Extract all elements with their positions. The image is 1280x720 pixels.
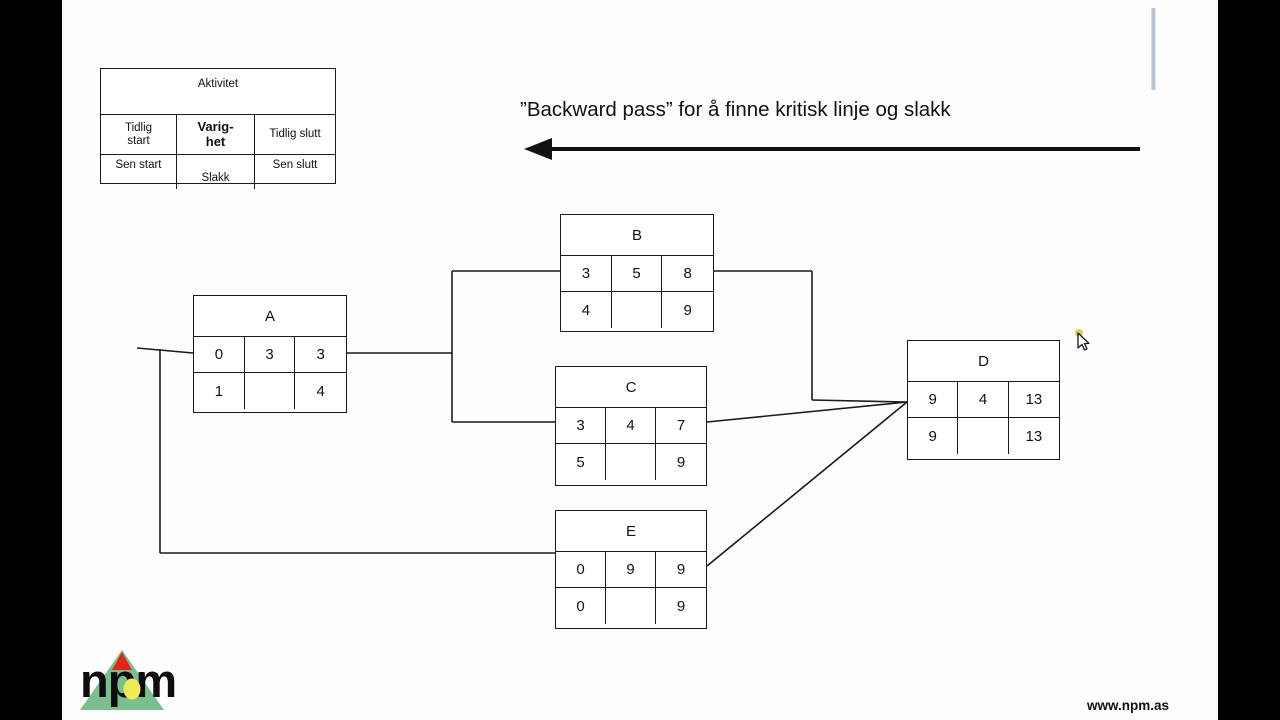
activity-node-e[interactable]: E 0 9 9 0 9 <box>555 510 707 629</box>
activity-node-c-early-finish: 7 <box>676 417 686 434</box>
activity-node-b-row-late: 4 9 <box>561 292 713 328</box>
legend-row-late: Sen start Slakk Sen slutt <box>101 155 335 189</box>
activity-node-c[interactable]: C 3 4 7 5 9 <box>555 366 707 486</box>
vertical-scrollbar-thumb[interactable] <box>1151 8 1156 90</box>
activity-node-b[interactable]: B 3 5 8 4 9 <box>560 214 714 332</box>
activity-node-d-title: D <box>908 341 1059 382</box>
activity-node-c-duration: 4 <box>606 408 657 443</box>
legend-cell-early-finish: Tidlig slutt <box>269 128 321 141</box>
connector-lines <box>136 270 908 567</box>
legend-cell-slack: Slakk <box>177 155 255 189</box>
activity-node-c-row-late: 5 9 <box>556 444 706 480</box>
activity-node-a[interactable]: A 0 3 3 1 4 <box>193 295 347 413</box>
activity-node-d-row-late: 9 13 <box>908 418 1059 454</box>
activity-node-c-late-finish: 9 <box>676 453 686 471</box>
presentation-slide: Aktivitet Tidlig start Varig- het Tidlig… <box>62 0 1218 720</box>
activity-node-e-late-finish: 9 <box>676 597 686 615</box>
letterbox-left <box>0 0 62 720</box>
activity-node-d-early-start: 9 <box>908 382 959 417</box>
activity-node-d-row-early: 9 4 13 <box>908 382 1059 418</box>
activity-node-e-row-early: 0 9 9 <box>556 552 706 588</box>
activity-node-b-late-finish: 9 <box>683 301 692 319</box>
activity-node-b-late-start: 4 <box>561 292 612 328</box>
activity-node-b-title: B <box>561 215 713 256</box>
legend-duration-line1: Varig- <box>197 118 234 134</box>
activity-node-e-early-start: 0 <box>556 552 607 587</box>
activity-node-a-late-finish: 4 <box>316 382 325 400</box>
legend-early-start-line1: Tidlig <box>124 121 153 134</box>
activity-node-d-slack <box>958 418 1009 454</box>
activity-node-d-late-start: 9 <box>908 418 959 454</box>
activity-node-c-row-early: 3 4 7 <box>556 408 706 444</box>
activity-node-b-row-early: 3 5 8 <box>561 256 713 292</box>
activity-node-b-slack <box>612 292 663 328</box>
activity-node-a-late-start: 1 <box>194 373 245 409</box>
mouse-cursor-arrow-icon <box>1070 327 1096 353</box>
activity-node-e-slack <box>606 588 657 624</box>
activity-node-e-duration: 9 <box>606 552 657 587</box>
activity-node-b-early-finish: 8 <box>683 265 692 282</box>
legend-header: Aktivitet <box>101 69 335 115</box>
activity-node-b-early-start: 3 <box>561 256 612 291</box>
activity-node-c-late-start: 5 <box>556 444 607 480</box>
letterbox-right <box>1218 0 1280 720</box>
activity-node-a-early-start: 0 <box>194 337 245 372</box>
activity-node-d-early-finish: 13 <box>1025 391 1043 408</box>
legend-early-start-line2: start <box>127 134 150 147</box>
activity-node-a-row-late: 1 4 <box>194 373 346 409</box>
activity-node-a-title: A <box>194 296 346 337</box>
legend-row-early: Tidlig start Varig- het Tidlig slutt <box>101 115 335 155</box>
activity-node-a-early-finish: 3 <box>316 346 325 363</box>
activity-node-a-row-early: 0 3 3 <box>194 337 346 373</box>
legend-cell-late-start: Sen start <box>101 155 177 189</box>
activity-node-b-duration: 5 <box>612 256 663 291</box>
activity-node-d-duration: 4 <box>958 382 1009 417</box>
npm-logo: npm <box>80 648 220 714</box>
activity-node-d[interactable]: D 9 4 13 9 13 <box>907 340 1060 460</box>
activity-node-c-title: C <box>556 367 706 408</box>
legend-table: Aktivitet Tidlig start Varig- het Tidlig… <box>100 68 336 189</box>
website-url: www.npm.as <box>1087 698 1170 713</box>
activity-node-a-slack <box>245 373 296 409</box>
legend-duration-line2: het <box>205 133 226 149</box>
activity-node-c-early-start: 3 <box>556 408 607 443</box>
legend-cell-early-start: Tidlig start <box>101 115 177 154</box>
activity-node-e-late-start: 0 <box>556 588 607 624</box>
activity-node-a-duration: 3 <box>245 337 296 372</box>
backward-pass-arrow-icon <box>522 132 1162 166</box>
slide-title: ”Backward pass” for å finne kritisk linj… <box>520 98 951 121</box>
activity-node-e-early-finish: 9 <box>676 561 686 578</box>
activity-node-e-row-late: 0 9 <box>556 588 706 624</box>
activity-node-e-title: E <box>556 511 706 552</box>
activity-node-c-slack <box>606 444 657 480</box>
activity-node-d-late-finish: 13 <box>1025 427 1043 445</box>
legend-cell-late-finish: Sen slutt <box>272 159 318 171</box>
legend-cell-duration: Varig- het <box>177 115 255 154</box>
